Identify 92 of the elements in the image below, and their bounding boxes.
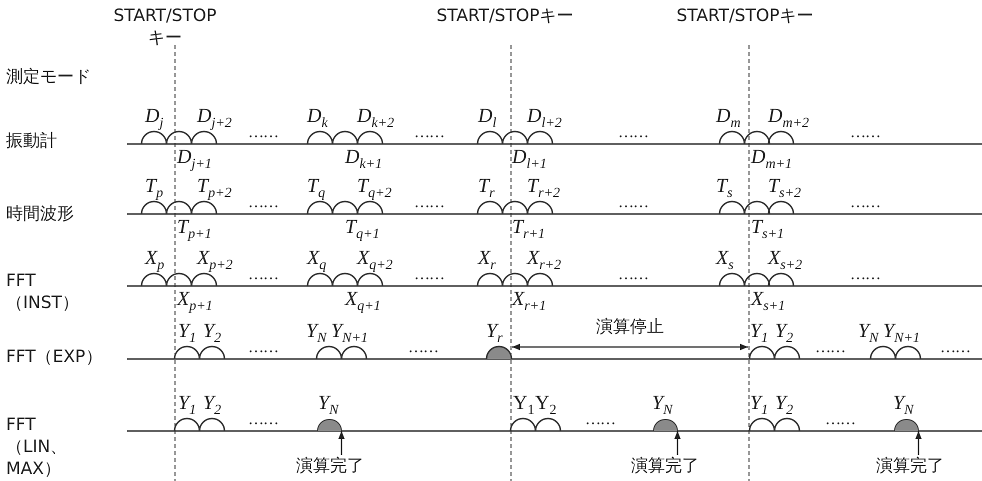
arrow — [338, 431, 345, 455]
symbol-label: X$_{p}$ — [145, 246, 164, 270]
row-label: FFT （LIN、MAX） — [6, 414, 68, 480]
symbol-label: X$_{p+2}$ — [197, 246, 233, 270]
row-label: 振動計 — [6, 130, 57, 152]
ellipsis-dots: …… — [248, 411, 278, 429]
ellipsis-dots: …… — [248, 266, 278, 284]
shaded-hump — [652, 418, 678, 431]
symbol-label: T$_{p+2}$ — [197, 174, 232, 198]
note-text: 演算完了 — [876, 455, 944, 477]
ellipsis-dots: …… — [850, 194, 880, 212]
ellipsis-dots: …… — [940, 339, 970, 357]
ellipsis-dots: …… — [825, 411, 855, 429]
symbol-label: X$_{q+1}$ — [345, 287, 381, 311]
symbol-label: D$_{l}$ — [478, 104, 496, 128]
symbol-label: Y$_{1}$ — [178, 391, 196, 415]
ellipsis-dots: …… — [850, 266, 880, 284]
symbol-label: Y$_{2}$ — [775, 319, 794, 343]
symbol-label: T$_{p}$ — [145, 174, 164, 198]
symbol-label: X$_{q}$ — [307, 246, 326, 270]
symbol-label: T$_{s+2}$ — [768, 174, 802, 198]
symbol-label: X$_{s}$ — [716, 246, 734, 270]
ellipsis-dots: …… — [618, 124, 648, 142]
ellipsis-dots: …… — [248, 339, 278, 357]
note-text: 演算完了 — [296, 455, 364, 477]
symbol-label: T$_{q+1}$ — [345, 215, 380, 239]
symbol-label: X$_{q+2}$ — [357, 246, 393, 270]
symbol-label: Y$_{2}$ — [775, 391, 794, 415]
row-label: FFT（EXP） — [6, 346, 102, 368]
shaded-hump — [316, 418, 342, 431]
key-label: START/STOPキー — [436, 5, 574, 27]
symbol-label: D$_{k+1}$ — [345, 145, 382, 169]
symbol-label: Y$_{2}$ — [535, 391, 556, 415]
ellipsis-dots: …… — [585, 411, 615, 429]
ellipsis-dots: …… — [618, 194, 648, 212]
arrow — [915, 431, 922, 455]
ellipsis-dots: …… — [815, 339, 845, 357]
ellipsis-dots: …… — [618, 266, 648, 284]
symbol-label: X$_{r}$ — [478, 246, 496, 270]
symbol-label: X$_{r+2}$ — [527, 246, 562, 270]
symbol-label: T$_{r+1}$ — [512, 215, 546, 239]
symbol-label: Y$_{N}$ — [893, 391, 914, 415]
arrow — [674, 431, 681, 455]
symbol-label: T$_{r}$ — [478, 174, 495, 198]
symbol-label: D$_{m+2}$ — [768, 104, 810, 128]
symbol-label: T$_{s+1}$ — [751, 215, 784, 239]
symbol-label: D$_{k+2}$ — [357, 104, 394, 128]
ellipsis-dots: …… — [414, 266, 444, 284]
symbol-label: Y$_{1}$ — [750, 391, 768, 415]
symbol-label: Y$_{N+1}$ — [883, 319, 920, 343]
key-label: 演算停止 — [596, 316, 664, 338]
symbol-label: T$_{p+1}$ — [177, 215, 212, 239]
symbol-label: Y$_{1}$ — [178, 319, 196, 343]
symbol-label: Y$_{N}$ — [306, 319, 326, 343]
symbol-label: X$_{s+2}$ — [768, 246, 802, 270]
symbol-label: Y$_{2}$ — [203, 391, 222, 415]
symbol-label: D$_{m}$ — [716, 104, 741, 128]
note-text: 演算完了 — [631, 455, 699, 477]
ellipsis-dots: …… — [248, 124, 278, 142]
row-label: 時間波形 — [6, 203, 74, 225]
symbol-label: D$_{j}$ — [145, 104, 164, 128]
symbol-label: Y$_{N+1}$ — [331, 319, 368, 343]
shaded-hump — [894, 418, 918, 431]
ellipsis-dots: …… — [248, 194, 278, 212]
row-label: 測定モード — [6, 66, 91, 88]
symbol-label: D$_{l+2}$ — [527, 104, 562, 128]
key-label: START/STOPキー — [676, 5, 814, 27]
symbol-label: D$_{j+2}$ — [197, 104, 232, 128]
symbol-label: Y$_{N}$ — [652, 391, 672, 415]
key-label: START/STOP キー — [112, 5, 218, 49]
symbol-label: T$_{s}$ — [716, 174, 733, 198]
symbol-label: Y$_{N}$ — [318, 391, 338, 415]
symbol-label: T$_{q+2}$ — [357, 174, 392, 198]
ellipsis-dots: …… — [414, 124, 444, 142]
symbol-label: Y$_{r}$ — [486, 319, 503, 343]
ellipsis-dots: …… — [408, 339, 438, 357]
symbol-label: T$_{r+2}$ — [527, 174, 560, 198]
symbol-label: D$_{l+1}$ — [512, 145, 547, 169]
symbol-label: Y$_{1}$ — [513, 391, 534, 415]
symbol-label: D$_{k}$ — [307, 104, 328, 128]
symbol-label: D$_{j+1}$ — [177, 145, 212, 169]
symbol-label: Y$_{1}$ — [750, 319, 768, 343]
row-label: FFT （INST） — [6, 270, 66, 314]
symbol-label: Y$_{2}$ — [203, 319, 222, 343]
symbol-label: Y$_{N}$ — [858, 319, 878, 343]
symbol-label: X$_{s+1}$ — [751, 287, 786, 311]
symbol-label: X$_{r+1}$ — [512, 287, 546, 311]
ellipsis-dots: …… — [414, 194, 444, 212]
ellipsis-dots: …… — [850, 124, 880, 142]
symbol-label: T$_{q}$ — [307, 174, 326, 198]
symbol-label: D$_{m+1}$ — [751, 145, 792, 169]
symbol-label: X$_{p+1}$ — [177, 287, 213, 311]
